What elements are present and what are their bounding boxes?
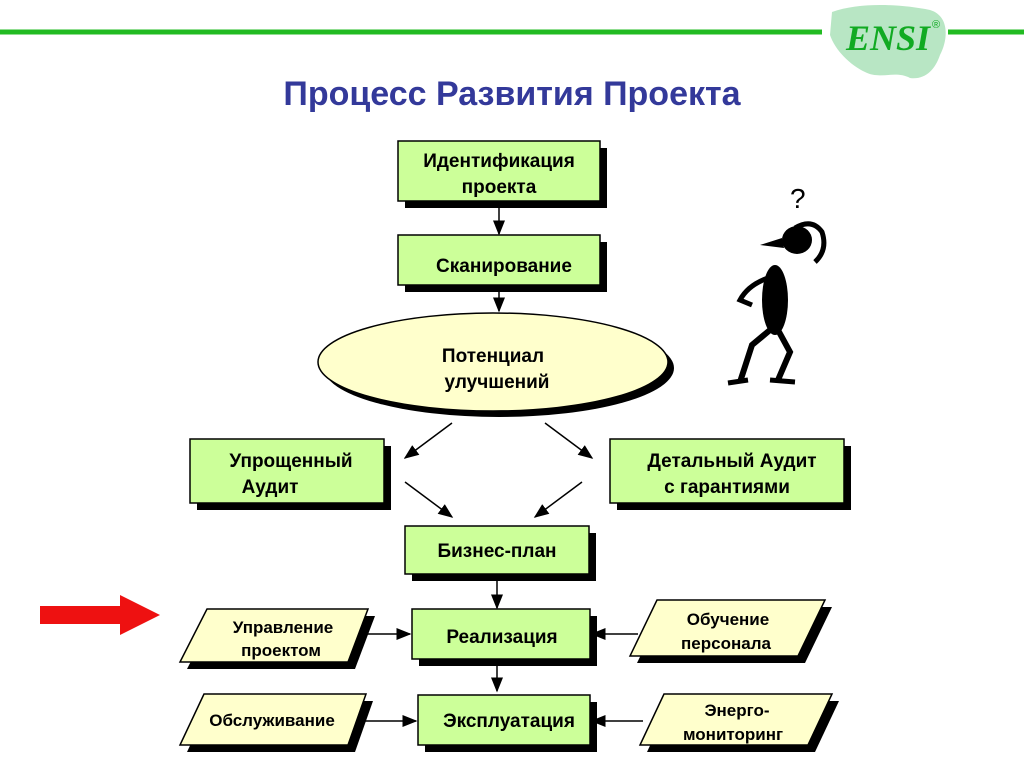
thinking-person-icon: ?	[727, 183, 827, 386]
node-project-management: Управление проектом	[178, 608, 375, 669]
node-energy-monitoring: Энерго- мониторинг	[638, 693, 839, 752]
red-pointer-arrow-icon	[40, 595, 160, 635]
node-scanning: Сканирование	[397, 234, 607, 292]
svg-text:проекта: проекта	[462, 177, 537, 198]
node-potential: Потенциал улучшений	[317, 312, 674, 417]
node-realization: Реализация	[411, 608, 597, 666]
svg-text:Обслуживание: Обслуживание	[209, 711, 335, 730]
svg-text:Упрощенный: Упрощенный	[229, 451, 352, 472]
node-simple-audit: Упрощенный Аудит	[189, 438, 391, 510]
svg-text:Энерго-: Энерго-	[704, 701, 769, 720]
svg-text:Сканирование: Сканирование	[436, 256, 572, 277]
node-business-plan: Бизнес-план	[404, 525, 596, 581]
svg-text:Обучение: Обучение	[687, 610, 769, 629]
svg-text:Реализация: Реализация	[446, 627, 557, 648]
page-title: Процесс Развития Проекта	[283, 75, 741, 113]
logo-text: ENSI	[845, 18, 932, 58]
svg-text:Бизнес-план: Бизнес-план	[437, 541, 556, 562]
node-detailed-audit: Детальный Аудит с гарантиями	[609, 438, 851, 510]
svg-text:Аудит: Аудит	[242, 477, 299, 498]
svg-text:Потенциал: Потенциал	[442, 346, 544, 367]
node-maintenance: Обслуживание	[178, 693, 373, 752]
node-exploitation: Эксплуатация	[417, 694, 597, 752]
svg-text:мониторинг: мониторинг	[683, 725, 783, 744]
svg-text:Управление: Управление	[233, 618, 333, 637]
ensi-logo: ENSI ®	[830, 5, 946, 79]
svg-text:Детальный Аудит: Детальный Аудит	[647, 451, 816, 472]
svg-text:улучшений: улучшений	[445, 372, 550, 393]
logo-registered-mark: ®	[932, 19, 940, 31]
node-identification: Идентификация проекта	[397, 140, 607, 208]
svg-text:персонала: персонала	[681, 634, 771, 653]
node-training: Обучение персонала	[628, 599, 832, 663]
svg-text:проектом: проектом	[241, 641, 321, 660]
question-mark: ?	[790, 183, 806, 214]
svg-text:Идентификация: Идентификация	[423, 151, 575, 172]
svg-text:Эксплуатация: Эксплуатация	[443, 711, 575, 732]
svg-text:с гарантиями: с гарантиями	[664, 477, 790, 498]
